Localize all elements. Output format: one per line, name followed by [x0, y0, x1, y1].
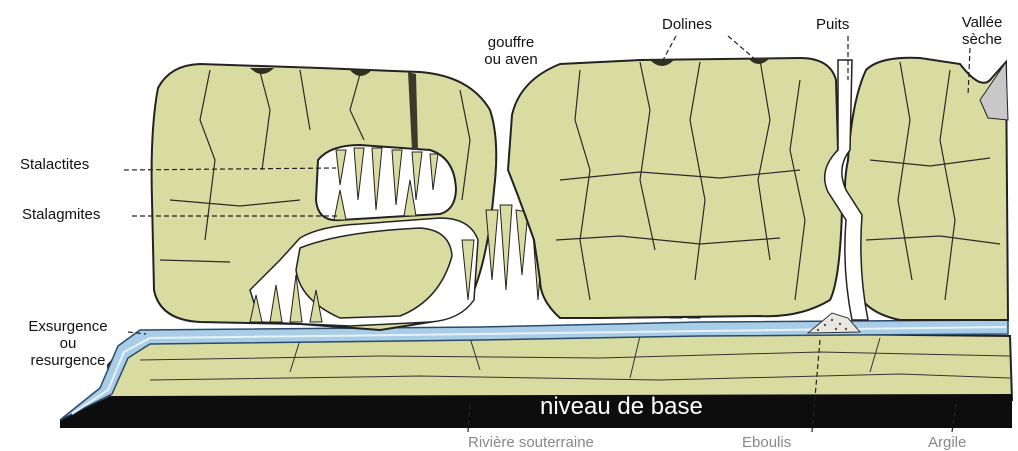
- dolines-label: Dolines: [662, 16, 712, 33]
- riviere-souterraine-label: Rivière souterraine: [468, 434, 594, 451]
- exsurgence-label-line1: Exsurgence: [8, 318, 128, 335]
- eboulis-label: Eboulis: [742, 434, 791, 451]
- niveau-de-base-label: niveau de base: [540, 393, 703, 421]
- vallee-label-line2: sèche: [950, 31, 1014, 48]
- exsurgence-label-line3: resurgence: [8, 352, 128, 369]
- middle-limestone-block: [508, 58, 842, 318]
- stalagmites-label: Stalagmites: [22, 206, 100, 223]
- exsurgence-label-line2: ou: [8, 335, 128, 352]
- exsurgence-label: Exsurgence ou resurgence: [8, 318, 128, 369]
- gouffre-label-line2: ou aven: [466, 51, 556, 68]
- base-level-band: [60, 394, 1012, 428]
- vallee-seche-label: Vallée sèche: [950, 14, 1014, 48]
- vallee-label-line1: Vallée: [950, 14, 1014, 31]
- argile-label: Argile: [928, 434, 966, 451]
- stalactites-label: Stalactites: [20, 156, 89, 173]
- gouffre-label-line1: gouffre: [466, 34, 556, 51]
- gouffre-label: gouffre ou aven: [466, 34, 556, 68]
- puits-label: Puits: [816, 16, 849, 33]
